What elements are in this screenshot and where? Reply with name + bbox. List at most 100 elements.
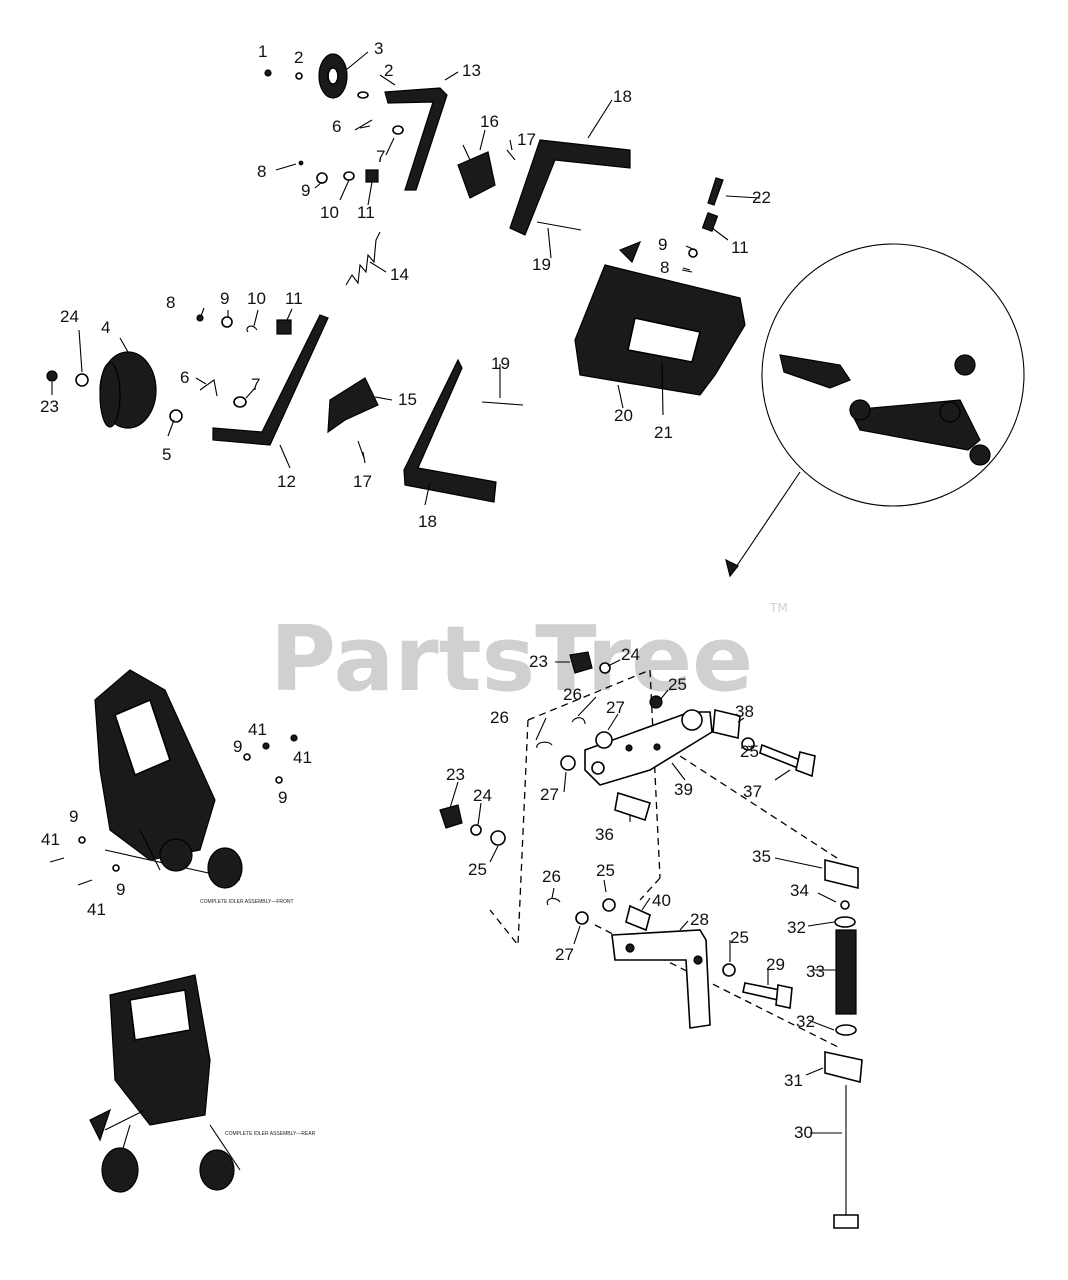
nut-1 bbox=[264, 69, 272, 77]
lever-13 bbox=[384, 87, 448, 191]
callout-19b: 19 bbox=[491, 354, 510, 373]
bracket-16 bbox=[457, 151, 496, 199]
callout-4: 4 bbox=[101, 318, 110, 337]
callout-9c: 9 bbox=[220, 289, 229, 308]
watermark-text: PartsTree bbox=[270, 607, 753, 712]
callout-27-lower: 27 bbox=[606, 698, 625, 717]
callout-24: 24 bbox=[60, 307, 79, 326]
bracket-15 bbox=[327, 377, 379, 434]
swivel-35 bbox=[824, 858, 859, 890]
detail-circle bbox=[761, 243, 1025, 507]
bolt-29 bbox=[742, 982, 781, 1001]
callout-41d: 41 bbox=[87, 900, 106, 919]
callout-9b: 9 bbox=[658, 235, 667, 254]
callout-41c: 41 bbox=[41, 830, 60, 849]
upper-leader-lines bbox=[51, 51, 761, 506]
callout-31: 31 bbox=[784, 1071, 803, 1090]
callout-41a: 41 bbox=[248, 720, 267, 739]
callout-11b: 11 bbox=[731, 238, 749, 257]
callout-41b: 41 bbox=[293, 748, 312, 767]
callout-9: 9 bbox=[301, 181, 310, 200]
callout-29: 29 bbox=[766, 955, 785, 974]
swivel-31 bbox=[824, 1051, 863, 1084]
bushing-38 bbox=[712, 709, 741, 739]
assembly-view-rear: COMPLETE IDLER ASSEMBLY—REAR bbox=[89, 974, 316, 1193]
callout-40: 40 bbox=[652, 891, 671, 910]
callout-18: 18 bbox=[613, 87, 632, 106]
callout-14: 14 bbox=[390, 265, 409, 284]
callout-2: 2 bbox=[294, 48, 303, 67]
callout-19: 19 bbox=[532, 255, 551, 274]
callout-8: 8 bbox=[257, 162, 266, 181]
callout-27b-lower: 27 bbox=[540, 785, 559, 804]
callout-28: 28 bbox=[690, 910, 709, 929]
small-view-callouts: 41 9 9 41 9 9 41 41 bbox=[41, 720, 312, 919]
callout-5: 5 bbox=[162, 445, 171, 464]
lower-exploded-view bbox=[439, 651, 863, 1229]
callout-11c: 11 bbox=[285, 289, 303, 308]
callout-13: 13 bbox=[462, 61, 481, 80]
bar-18-lower bbox=[403, 358, 497, 503]
callout-26b-lower: 26 bbox=[490, 708, 509, 727]
callout-36: 36 bbox=[595, 825, 614, 844]
callout-3: 3 bbox=[374, 39, 383, 58]
lower-leader-lines bbox=[449, 659, 842, 1134]
callout-34: 34 bbox=[790, 881, 809, 900]
callout-25b-lower: 25 bbox=[740, 742, 759, 761]
callout-9s4: 9 bbox=[116, 880, 125, 899]
callout-24b-lower: 24 bbox=[473, 786, 492, 805]
callout-12: 12 bbox=[277, 472, 296, 491]
decal-21 bbox=[627, 317, 701, 363]
callout-27c-lower: 27 bbox=[555, 945, 574, 964]
lower-callouts: 23 24 25 26 27 26 38 25 23 24 27 39 36 3… bbox=[446, 645, 825, 1142]
callout-10: 10 bbox=[320, 203, 339, 222]
watermark-trademark: TM bbox=[769, 601, 788, 615]
arm-28 bbox=[611, 929, 711, 1029]
callout-6: 6 bbox=[332, 117, 341, 136]
callout-7b: 7 bbox=[251, 375, 260, 394]
callout-9s3: 9 bbox=[69, 807, 78, 826]
callout-18b: 18 bbox=[418, 512, 437, 531]
callout-25e-lower: 25 bbox=[730, 928, 749, 947]
callout-23-lower: 23 bbox=[529, 652, 548, 671]
callout-1: 1 bbox=[258, 42, 267, 61]
callout-15: 15 bbox=[398, 390, 417, 409]
callout-6b: 6 bbox=[180, 368, 189, 387]
callout-17b: 17 bbox=[353, 472, 372, 491]
callout-17: 17 bbox=[517, 130, 536, 149]
washer-2 bbox=[295, 72, 303, 80]
callout-11: 11 bbox=[357, 203, 375, 222]
callout-25c-lower: 25 bbox=[468, 860, 487, 879]
callout-38: 38 bbox=[735, 702, 754, 721]
caption-front: COMPLETE IDLER ASSEMBLY—FRONT bbox=[200, 899, 294, 905]
bar-18-upper bbox=[509, 139, 631, 236]
callout-2b: 2 bbox=[384, 61, 393, 80]
callout-26-lower: 26 bbox=[563, 685, 582, 704]
callout-30: 30 bbox=[794, 1123, 813, 1142]
callout-25d-lower: 25 bbox=[596, 861, 615, 880]
spring-14 bbox=[345, 231, 381, 286]
callout-10b: 10 bbox=[247, 289, 266, 308]
callout-9s2: 9 bbox=[278, 788, 287, 807]
callout-16: 16 bbox=[480, 112, 499, 131]
callout-26c-lower: 26 bbox=[542, 867, 561, 886]
callout-8b: 8 bbox=[660, 258, 669, 277]
callout-21: 21 bbox=[654, 423, 673, 442]
callout-20: 20 bbox=[614, 406, 633, 425]
callout-7: 7 bbox=[376, 147, 385, 166]
callout-35: 35 bbox=[752, 847, 771, 866]
callout-37: 37 bbox=[743, 782, 762, 801]
callout-9s1: 9 bbox=[233, 737, 242, 756]
spring-33 bbox=[835, 929, 857, 1015]
pivot-36 bbox=[614, 791, 651, 822]
caption-rear: COMPLETE IDLER ASSEMBLY—REAR bbox=[225, 1131, 316, 1137]
assembly-view-front: COMPLETE IDLER ASSEMBLY—FRONT bbox=[49, 669, 298, 905]
bolt-37 bbox=[759, 743, 801, 770]
callout-32b: 32 bbox=[796, 1012, 815, 1031]
callout-33: 33 bbox=[806, 962, 825, 981]
upper-callouts: 1 2 3 2 13 6 7 16 17 18 8 9 10 11 22 9 1… bbox=[40, 39, 771, 531]
callout-24-lower: 24 bbox=[621, 645, 640, 664]
callout-39: 39 bbox=[674, 780, 693, 799]
